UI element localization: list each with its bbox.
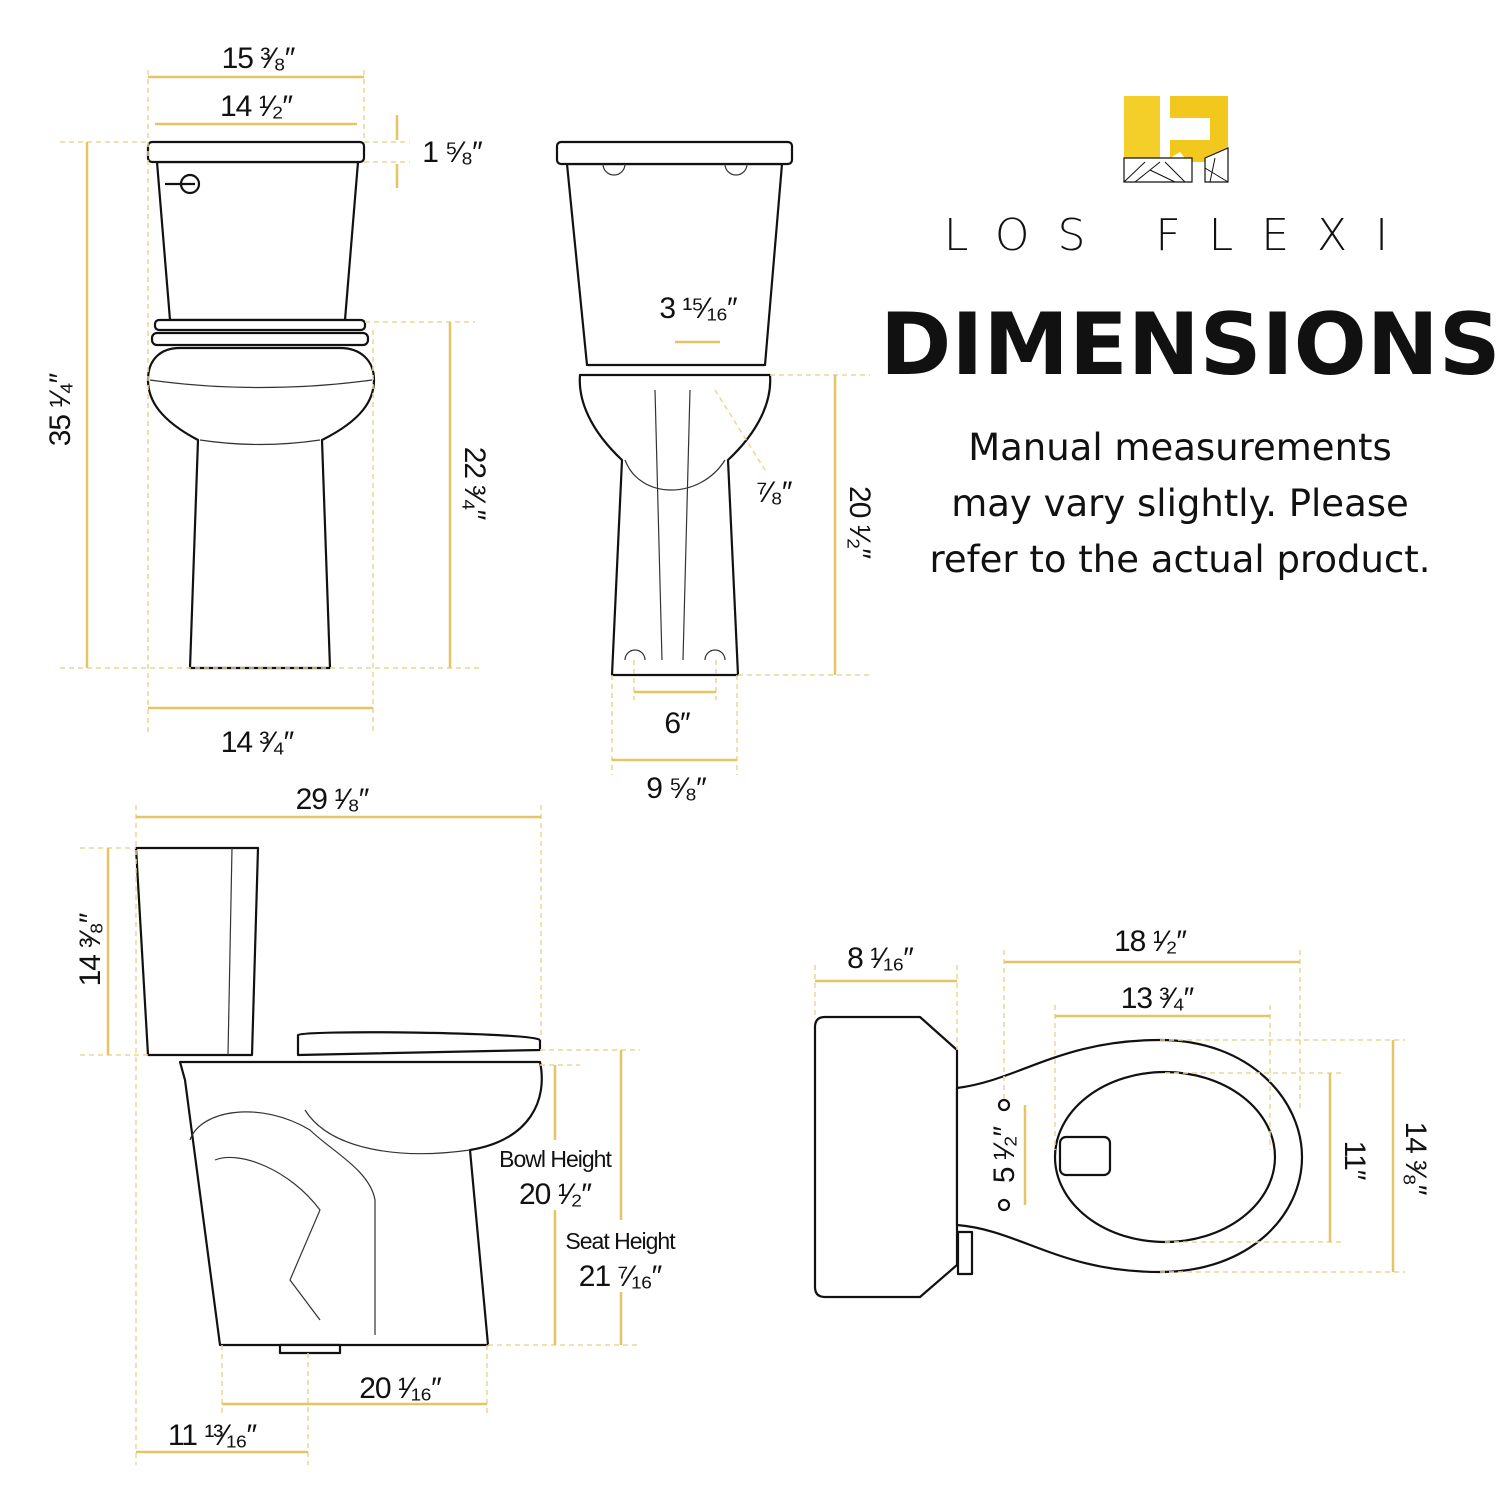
front-view: 15 ³⁄₈″ 14 ¹⁄₂″ 1 ⁵⁄₈″ 35 ¹⁄₄″ 22 ³⁄₄″ 1…: [44, 42, 491, 759]
dim-bowl-height-back: 20 ¹⁄₂″: [843, 486, 876, 559]
dim-rough-in: 11 ¹³⁄₁₆″: [168, 1419, 258, 1452]
dim-lid-width: 15 ³⁄₈″: [222, 42, 296, 75]
back-view: 3 ¹⁵⁄₁₆″ ⁷⁄₈″ 20 ¹⁄₂″ 6″ 9 ⁵⁄₈″: [555, 140, 876, 805]
seat-height-label: Seat Height: [565, 1228, 676, 1254]
side-view: 29 ¹⁄₈″ 14 ³⁄₈″ Bowl Height 20 ¹⁄₂″ Seat…: [74, 783, 677, 1465]
dim-trapway: ⁷⁄₈″: [757, 476, 793, 509]
tank-lid: [146, 140, 366, 164]
dim-total-height: 35 ¹⁄₄″: [44, 372, 77, 446]
tank-back: [565, 162, 784, 367]
dim-seat-height: 21 ⁷⁄₁₆″: [579, 1260, 663, 1293]
dim-tank-width: 14 ¹⁄₂″: [220, 90, 293, 123]
dim-bowl-width-top: 14 ³⁄₈″: [1399, 1122, 1432, 1196]
brand-name: LOS FLEXI: [943, 210, 1417, 261]
dim-bolt-spacing: 3 ¹⁵⁄₁₆″: [659, 292, 738, 325]
bowl-back: [578, 373, 772, 677]
dim-tank-depth: 8 ¹⁄₁₆″: [847, 942, 914, 975]
tank-side: [134, 846, 260, 1057]
bowl-side: [178, 1060, 543, 1347]
brand-logo: [1123, 96, 1229, 183]
dim-total-depth: 29 ¹⁄₈″: [296, 783, 370, 816]
bowl-front: [146, 346, 376, 670]
disclaimer-note: Manual measurements may vary slightly. P…: [890, 420, 1470, 588]
dim-base-depth: 20 ¹⁄₁₆″: [359, 1372, 442, 1405]
dim-opening-length: 13 ³⁄₄″: [1121, 982, 1195, 1015]
dim-bowl-length: 18 ¹⁄₂″: [1114, 925, 1187, 958]
dim-seat-height-front: 22 ³⁄₄″: [458, 447, 491, 521]
tank-top: [813, 1015, 959, 1299]
top-view: 8 ¹⁄₁₆″ 18 ¹⁄₂″ 13 ³⁄₄″ 5 ¹⁄₂″ 11″ 14 ³⁄…: [813, 925, 1432, 1299]
dim-foot-width: 9 ⁵⁄₈″: [646, 772, 707, 805]
dim-foot-inner: 6″: [664, 707, 691, 740]
note-line: refer to the actual product.: [929, 538, 1431, 581]
note-line: may vary slightly. Please: [951, 482, 1409, 525]
seat-lid-side: [296, 1031, 542, 1057]
dim-opening-width: 11″: [1338, 1141, 1371, 1181]
dim-bowl-height: 20 ¹⁄₂″: [519, 1178, 592, 1211]
note-line: Manual measurements: [968, 426, 1392, 469]
dim-tank-height: 14 ³⁄₈″: [74, 912, 107, 986]
dim-bowl-width: 14 ³⁄₄″: [221, 726, 295, 759]
bowl-height-label: Bowl Height: [499, 1146, 612, 1172]
dim-lid-thickness: 1 ⁵⁄₈″: [422, 136, 483, 169]
dim-seat-hinge: 5 ¹⁄₂″: [988, 1125, 1021, 1183]
page-title: DIMENSIONS: [880, 295, 1500, 395]
